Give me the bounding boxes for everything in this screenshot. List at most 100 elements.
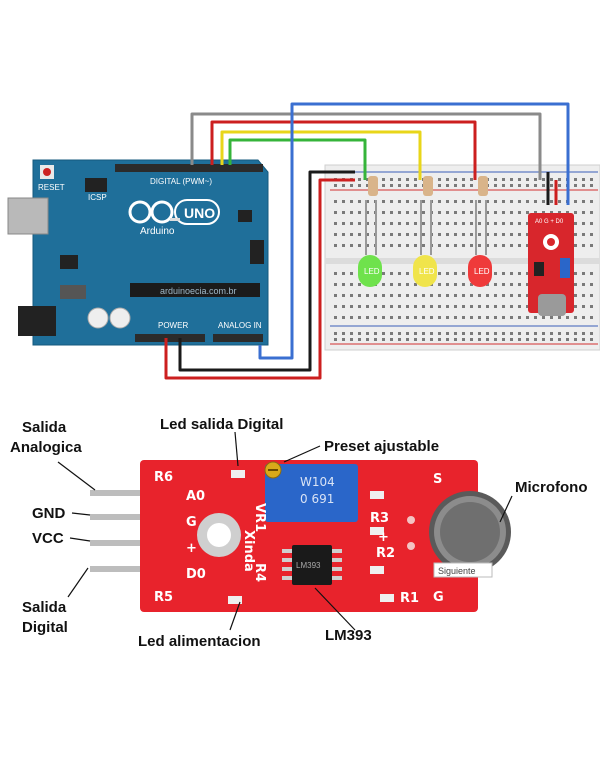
silk-r4: R4 [252,563,267,582]
breadboard-hole [590,305,593,308]
label-led-alimentacion: Led alimentacion [138,633,261,650]
breadboard-hole [550,332,553,335]
breadboard-hole [350,200,353,203]
breadboard-hole [374,294,377,297]
breadboard-hole [374,305,377,308]
silk-r2: R2 [376,546,395,561]
label-gnd: GND [32,505,66,522]
breadboard-hole [518,233,521,236]
breadboard-hole [542,338,545,341]
breadboard-hole [358,283,361,286]
breadboard-hole [414,338,417,341]
breadboard-hole [374,316,377,319]
breadboard-hole [502,316,505,319]
breadboard-hole [366,200,369,203]
breadboard-hole [590,211,593,214]
breadboard-hole [414,332,417,335]
breadboard-hole [534,338,537,341]
breadboard-hole [470,222,473,225]
breadboard-hole [406,338,409,341]
breadboard-hole [342,294,345,297]
breadboard-hole [542,211,545,214]
lm393-chip [292,545,332,585]
breadboard-hole [462,338,465,341]
breadboard-hole [430,305,433,308]
breadboard-hole [470,233,473,236]
led-yellow [413,255,437,287]
breadboard-hole [454,244,457,247]
breadboard-hole [382,200,385,203]
breadboard-hole [342,338,345,341]
breadboard-hole [510,222,513,225]
breadboard-hole [526,184,529,187]
breadboard-hole [390,332,393,335]
breadboard-hole [454,233,457,236]
breadboard-hole [494,316,497,319]
breadboard-hole [422,338,425,341]
breadboard-hole [534,200,537,203]
breadboard-hole [438,200,441,203]
breadboard-hole [350,244,353,247]
breadboard-hole [406,316,409,319]
breadboard-hole [510,272,513,275]
breadboard-hole [358,305,361,308]
arduino-brand-label: Arduino [140,226,175,237]
breadboard-hole [486,332,489,335]
breadboard-hole [422,233,425,236]
breadboard-hole [438,283,441,286]
breadboard-hole [414,200,417,203]
breadboard-hole [510,332,513,335]
uno-label: UNO [184,205,215,221]
breadboard-hole [550,211,553,214]
breadboard-hole [342,233,345,236]
breadboard-hole [398,244,401,247]
breadboard-hole [582,316,585,319]
breadboard-hole [518,305,521,308]
sound-sensor-pcb: W104 0 691 LM393 R6 A0 G + D0 R5 [140,460,478,612]
breadboard-hole [334,332,337,335]
led-red [468,255,492,287]
breadboard-hole [502,184,505,187]
breadboard-hole [478,222,481,225]
breadboard-hole [502,332,505,335]
digital-header [115,164,263,172]
breadboard-hole [350,332,353,335]
breadboard-hole [398,178,401,181]
breadboard-hole [462,200,465,203]
breadboard-hole [558,338,561,341]
wire-green [228,138,367,180]
breadboard-hole [438,178,441,181]
breadboard-hole [398,200,401,203]
breadboard-hole [334,272,337,275]
breadboard-hole [582,222,585,225]
breadboard-hole [518,338,521,341]
breadboard-hole [446,178,449,181]
icsp-label: ICSP [88,193,107,202]
breadboard-hole [462,178,465,181]
breadboard-hole [502,222,505,225]
breadboard-hole [334,338,337,341]
breadboard-hole [422,222,425,225]
silk-plus-2: + [378,530,389,545]
breadboard-hole [366,338,369,341]
breadboard-hole [390,211,393,214]
breadboard-hole [390,294,393,297]
breadboard-hole [334,316,337,319]
breadboard-hole [582,272,585,275]
breadboard-hole [398,222,401,225]
breadboard-hole [494,233,497,236]
breadboard-hole [526,305,529,308]
breadboard-hole [406,272,409,275]
breadboard-hole [358,338,361,341]
breadboard-hole [470,244,473,247]
breadboard-hole [470,283,473,286]
breadboard-hole [502,178,505,181]
breadboard-hole [446,283,449,286]
breadboard-hole [518,316,521,319]
arduino-uno-board: RESET ICSP DIGITAL (PWM~) UNO Arduino ar… [7,159,269,346]
breadboard-hole [478,305,481,308]
breadboard-hole [398,316,401,319]
breadboard-hole [342,244,345,247]
label-preset-ajustable: Preset ajustable [324,438,439,455]
breadboard-hole [454,332,457,335]
